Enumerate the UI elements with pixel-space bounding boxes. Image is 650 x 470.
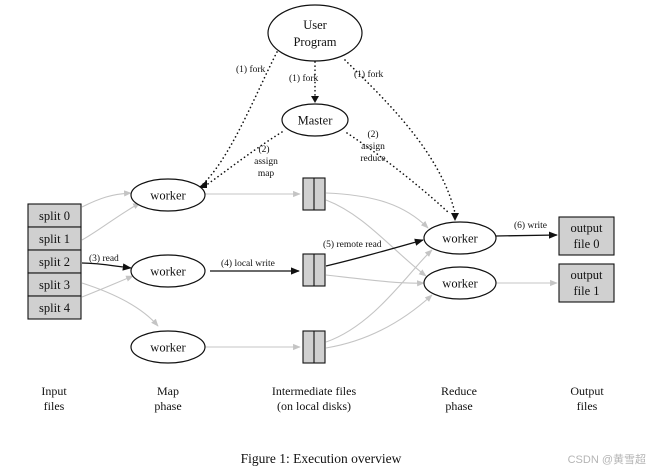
intermediate-file-2 <box>302 330 326 364</box>
master-label: Master <box>298 114 334 128</box>
map-worker-top-label: worker <box>150 189 186 203</box>
split-4-box <box>27 295 82 320</box>
phase-labels: Input files Map phase Intermediate files… <box>41 384 604 413</box>
master-node: Master <box>281 103 349 137</box>
user-program-label-line1: User <box>303 18 327 32</box>
split-2-label: split 2 <box>39 255 70 269</box>
dark-edges <box>81 231 558 275</box>
write-label: (6) write <box>514 220 547 231</box>
map-worker-bottom: worker <box>130 330 206 364</box>
output-file-1: output file 1 <box>558 263 615 303</box>
edge-write <box>495 231 558 239</box>
assign-reduce-line2: assign <box>361 142 385 152</box>
map-worker-top: worker <box>130 178 206 212</box>
input-splits: split 0 split 1 split 2 split 3 split 4 <box>27 203 82 320</box>
edge-split3-map-worker-mid <box>81 275 134 298</box>
user-program-node: User Program <box>267 4 363 62</box>
edge-file0-reduce-worker-top <box>325 192 429 229</box>
phase-intermediate-line1: Intermediate files <box>272 384 357 398</box>
edge-split3-map-worker-bottom <box>81 282 159 327</box>
assign-reduce-line1: (2) <box>367 129 378 140</box>
edge-file2-reduce-worker-bottom <box>325 294 433 349</box>
phase-map-line2: phase <box>154 399 181 413</box>
assign-reduce-line3: reduce <box>360 154 385 164</box>
edge-file0-reduce-worker-bottom <box>325 199 427 277</box>
user-program-label-line2: Program <box>293 35 336 49</box>
output-file-1-line1: output <box>571 268 603 282</box>
phase-input-line1: Input <box>41 384 67 398</box>
edge-file2-reduce-worker-top <box>325 249 433 343</box>
phase-reduce-line1: Reduce <box>441 384 477 398</box>
phase-reduce-line2: phase <box>445 399 472 413</box>
phase-input-line2: files <box>44 399 65 413</box>
reduce-worker-top: worker <box>423 221 497 255</box>
fork-right-label: (1) fork <box>354 69 384 80</box>
gray-edges <box>81 190 558 351</box>
local-write-label: (4) local write <box>221 258 275 269</box>
reduce-worker-bottom: worker <box>423 266 497 300</box>
phase-output-line2: files <box>577 399 598 413</box>
remote-read-label: (5) remote read <box>323 239 382 250</box>
edge-split0-map-worker-top <box>81 190 132 208</box>
intermediate-file-1 <box>302 253 326 287</box>
edge-fork-map-worker <box>199 51 278 188</box>
split-0-label: split 0 <box>39 209 70 223</box>
edge-fork-reduce-worker-head <box>451 213 459 221</box>
reduce-worker-bottom-label: worker <box>442 277 478 291</box>
phase-intermediate-line2: (on local disks) <box>277 399 351 413</box>
map-worker-mid-label: worker <box>150 265 186 279</box>
output-file-0-line1: output <box>571 221 603 235</box>
phase-map-line1: Map <box>157 384 179 398</box>
edge-split1-map-worker-top <box>81 202 141 241</box>
assign-map-line1: (2) <box>258 144 269 155</box>
assign-map-line3: map <box>258 169 275 179</box>
map-worker-mid: worker <box>130 254 206 288</box>
edge-assign-map <box>204 131 283 187</box>
output-file-1-line2: file 1 <box>573 284 599 298</box>
dotted-edges <box>198 51 459 221</box>
watermark: CSDN @黄雪超 <box>568 452 646 466</box>
edge-fork-map-worker-head <box>198 180 207 188</box>
intermediate-file-0 <box>302 177 326 211</box>
edge-remote-read <box>325 238 424 267</box>
output-file-0-line2: file 0 <box>573 237 599 251</box>
split-3-label: split 3 <box>39 278 70 292</box>
phase-output-line1: Output <box>570 384 604 398</box>
edge-assign-reduce <box>346 132 451 215</box>
split-4-label: split 4 <box>39 301 71 315</box>
output-file-0: output file 0 <box>558 216 615 256</box>
reduce-worker-top-label: worker <box>442 232 478 246</box>
figure-caption: Figure 1: Execution overview <box>241 451 402 466</box>
user-program-ellipse <box>267 4 363 62</box>
split-1-label: split 1 <box>39 232 70 246</box>
edge-fork-reduce-worker <box>344 59 456 214</box>
edge-labels: (1) fork (1) fork (1) fork (2) assign ma… <box>89 64 547 269</box>
map-worker-bottom-label: worker <box>150 341 186 355</box>
edge-file1-reduce-worker-bottom <box>325 274 425 287</box>
assign-map-line2: assign <box>254 157 278 167</box>
master-ellipse <box>281 103 349 137</box>
edge-fork-master-head <box>311 96 319 103</box>
read-label: (3) read <box>89 253 119 264</box>
fork-mid-label: (1) fork <box>289 73 319 84</box>
fork-left-label: (1) fork <box>236 64 266 75</box>
edge-read <box>81 262 132 271</box>
